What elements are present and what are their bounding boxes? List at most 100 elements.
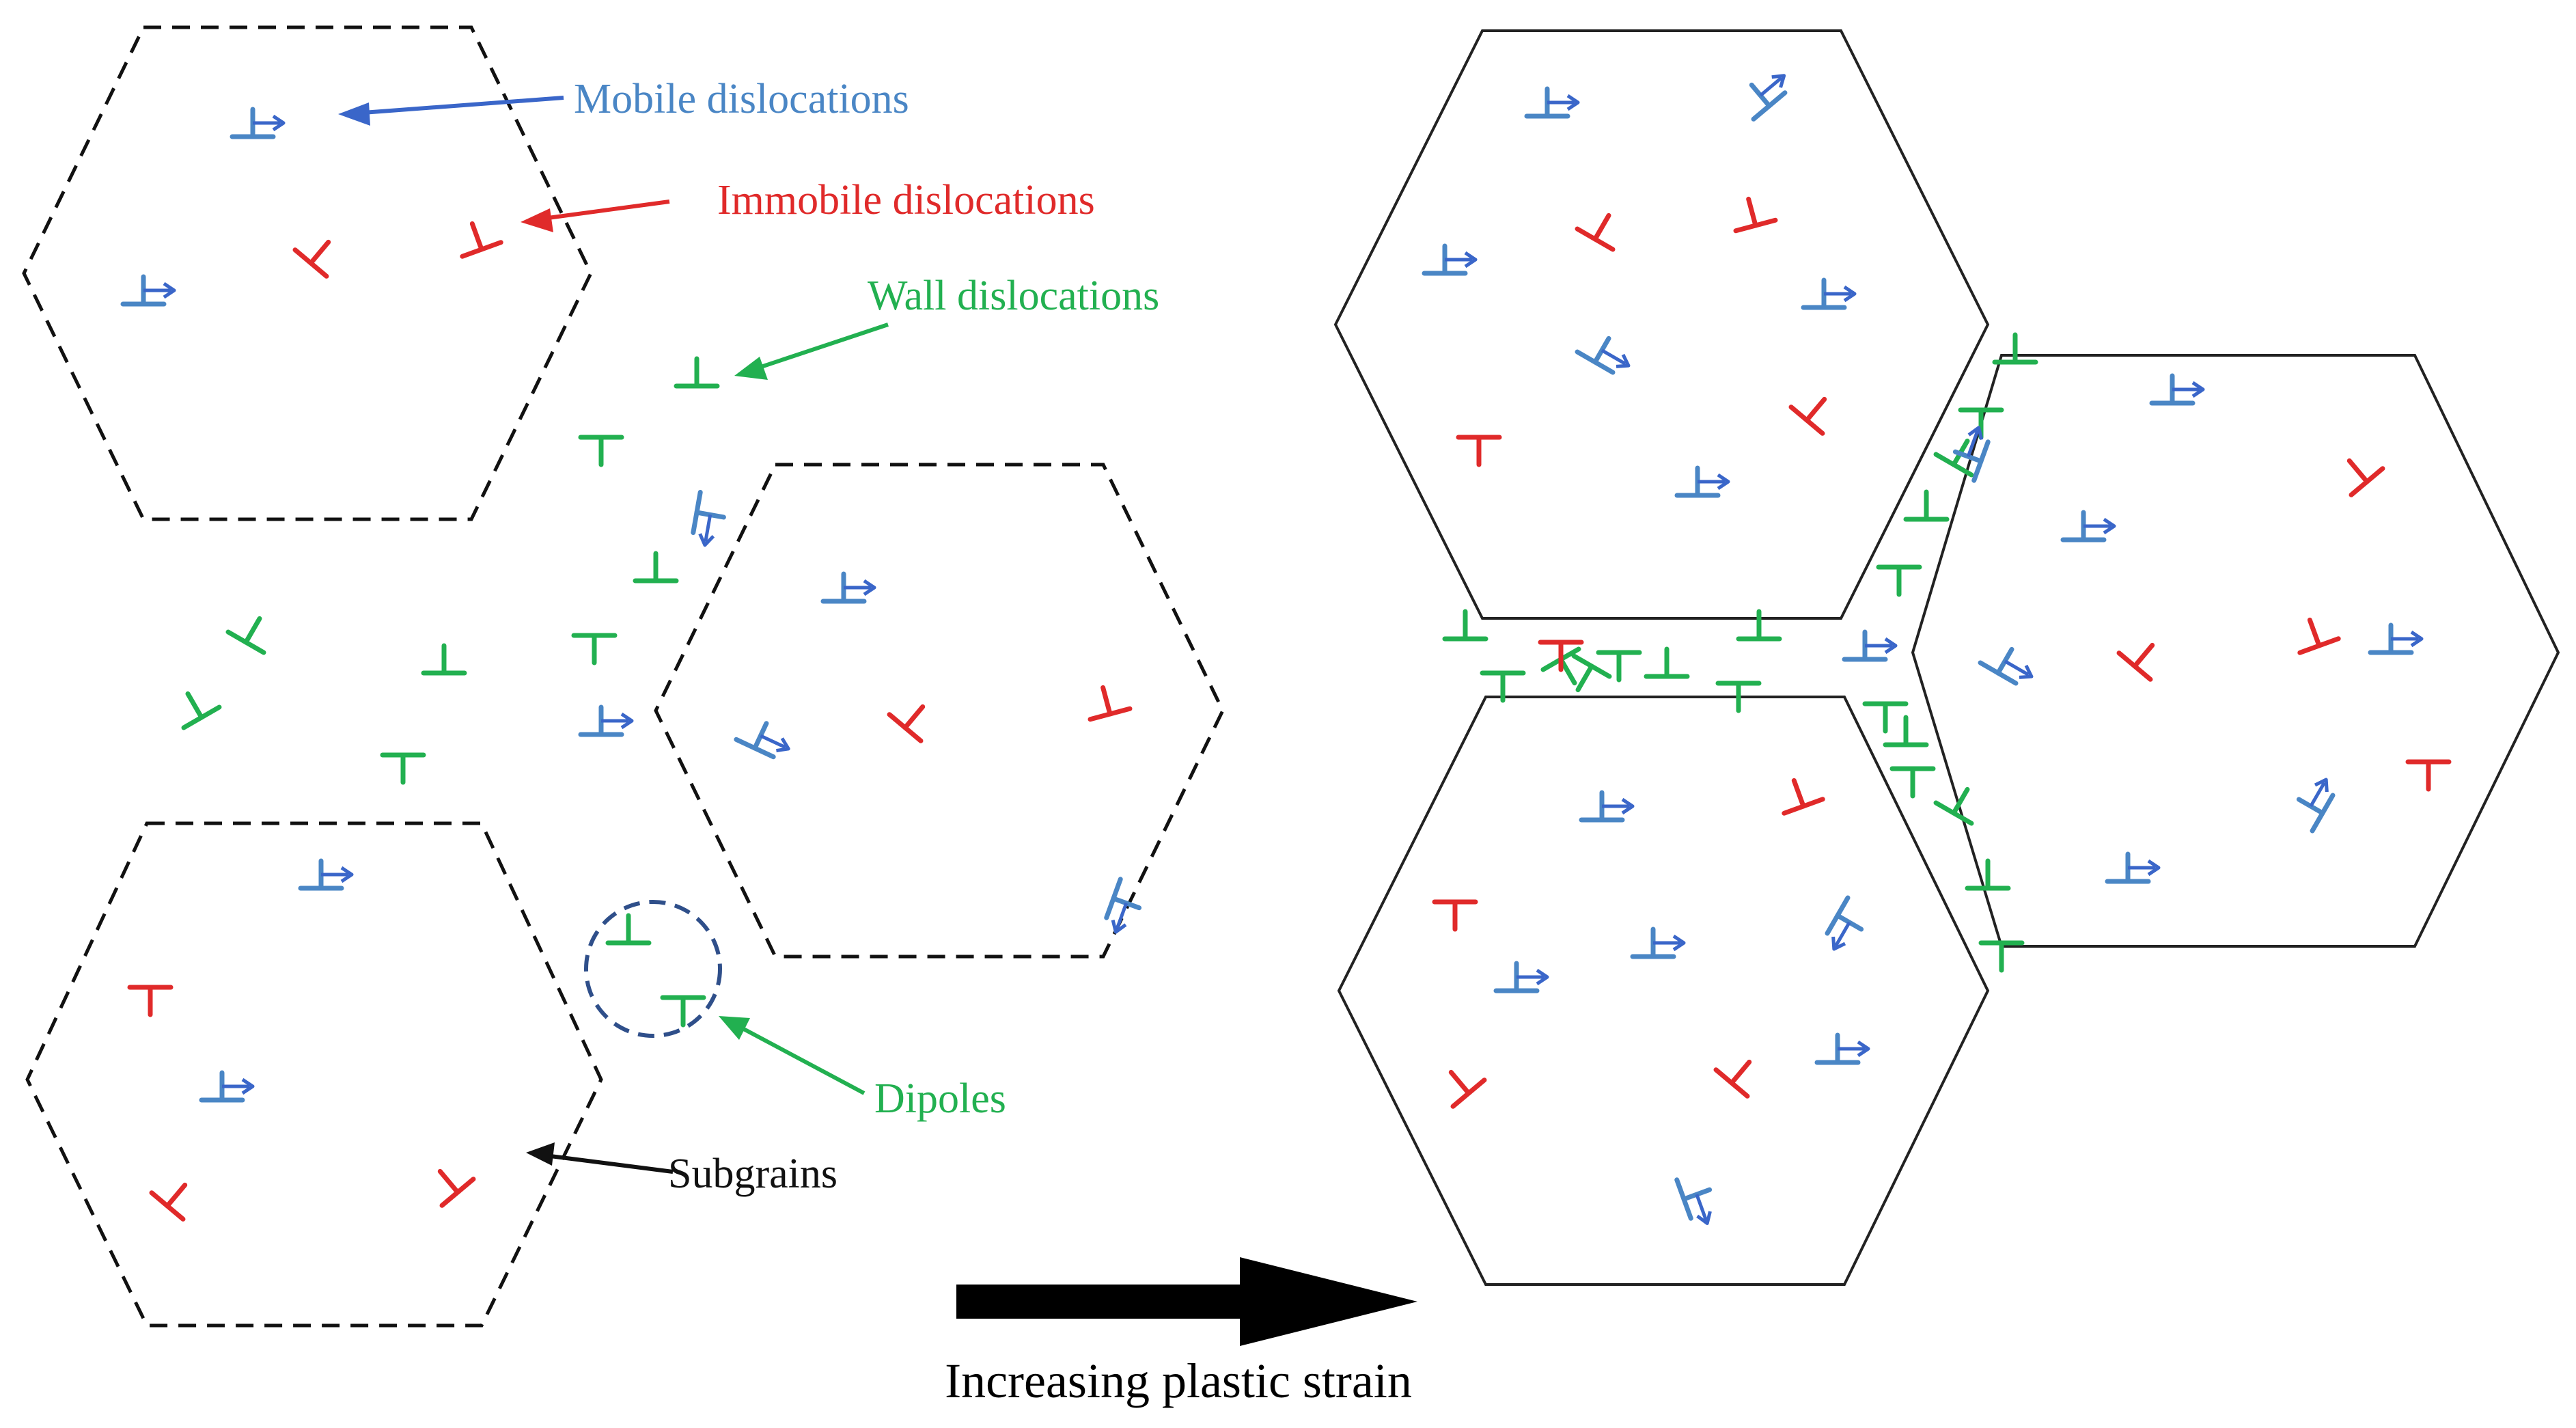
mobile-dislocation-icon [2149, 373, 2205, 406]
dipoles-pointer-head [719, 1016, 750, 1040]
wall-dislocation-icon [380, 752, 426, 785]
wall-dislocation-icon [1903, 489, 1950, 522]
before-panel [22, 25, 1225, 1328]
wall-dislocation-icon [1876, 564, 1922, 597]
wall-dislocation-icon [1480, 670, 1526, 703]
mobile-dislocation-icon [199, 1070, 255, 1103]
mobile-dislocation-icon [1842, 629, 1898, 662]
mobile-dislocation-icon [691, 489, 726, 547]
immobile-dislocation-icon [1733, 196, 1778, 234]
mobile-dislocation-icon [734, 721, 790, 760]
wall-pointer [744, 322, 889, 374]
strain-caption: Increasing plastic strain [945, 1354, 1412, 1408]
mobile-dislocation-icon [1579, 790, 1635, 823]
strain-arrow-icon [956, 1257, 1417, 1346]
mobile-dislocation-icon [1104, 877, 1142, 934]
wall-dislocation-icon [1596, 650, 1642, 683]
wall-dislocation-icon [1978, 940, 2025, 973]
after-panel [1333, 29, 2560, 1286]
mobile-dislocation-icon [820, 571, 876, 604]
mobile-dislocation-icon [2060, 510, 2116, 543]
immobile-dislocation-icon [2116, 642, 2155, 682]
wall-dislocation-icon [1889, 766, 1936, 799]
immobile-dislocation-icon [2297, 617, 2341, 655]
immobile-dislocation-icon [1088, 685, 1133, 722]
wall-dislocation-icon [571, 633, 618, 665]
immobile-dislocation-icon [1538, 640, 1584, 672]
immobile-label: Immobile dislocations [717, 177, 1095, 223]
immobile-dislocation-icon [460, 221, 503, 259]
mobile-dislocation-icon [1575, 335, 1631, 375]
wall-dislocation-icon [578, 435, 624, 467]
wall-dislocation-icon [1883, 715, 1929, 747]
mobile-dislocation-icon [1749, 74, 1788, 122]
wall-dislocation-icon [1992, 332, 2038, 365]
wall-dislocation-icon [1540, 646, 1581, 686]
immobile-dislocation-icon [149, 1182, 188, 1222]
mobile-dislocation-icon [1978, 646, 2034, 686]
mobile-dislocation-icon [2368, 622, 2424, 655]
mobile-dislocation-icon [230, 107, 286, 139]
immobile-dislocation-icon [1432, 899, 1478, 932]
wall-dislocation-icon [1442, 609, 1488, 642]
immobile-dislocation-icon [1788, 396, 1827, 436]
mobile-dislocation-icon [1825, 895, 1864, 951]
before-dislocations [120, 107, 1142, 1222]
wall-dislocation-icon [1571, 653, 1612, 693]
mobile-dislocation-icon [1814, 1032, 1870, 1065]
mobile-dislocation-icon [2105, 851, 2161, 884]
immobile-dislocation-icon [1448, 1069, 1487, 1109]
wall-label: Wall dislocations [868, 273, 1159, 319]
immobile-dislocation-icon [292, 239, 331, 279]
wall-dislocation-icon [660, 995, 706, 1028]
legend-arrows [338, 96, 889, 1174]
mobile-label: Mobile dislocations [574, 76, 909, 122]
mobile-dislocation-icon [578, 704, 634, 737]
wall-dislocation-icon [1862, 701, 1909, 734]
immobile-dislocation-icon [1782, 778, 1825, 816]
mobile-dislocation-icon [1524, 86, 1580, 119]
subgrain-middle-right [654, 463, 1225, 959]
subgrain-bottom-left [25, 821, 603, 1328]
dipoles-label: Dipoles [874, 1075, 1006, 1122]
dipoles-pointer [728, 1019, 865, 1095]
wall-dislocation-icon [605, 913, 652, 946]
mobile-pointer [344, 96, 564, 116]
subgrain-right-bottom [1337, 696, 1990, 1286]
immobile-dislocation-icon [2346, 458, 2385, 497]
wall-dislocation-icon [225, 616, 266, 655]
mobile-dislocation-icon [1801, 277, 1857, 310]
mobile-dislocation-icon [1630, 926, 1686, 959]
wall-pointer-head [734, 357, 768, 380]
immobile-dislocation-icon [1575, 212, 1616, 252]
mobile-dislocation-icon [298, 858, 354, 891]
dipole-circle [584, 900, 722, 1038]
subgrains-pointer-head [526, 1142, 555, 1166]
mobile-dislocation-icon [1674, 465, 1730, 498]
wall-dislocation-icon [1965, 858, 2011, 891]
immobile-dislocation-icon [437, 1168, 476, 1208]
immobile-dislocation-icon [2405, 759, 2452, 792]
mobile-dislocation-icon [1952, 426, 1991, 483]
immobile-dislocation-icon [887, 704, 926, 743]
mobile-dislocation-icon [120, 274, 176, 307]
mobile-dislocation-icon [1674, 1177, 1713, 1225]
wall-dislocation-icon [1644, 646, 1690, 679]
immobile-pointer [532, 200, 670, 222]
immobile-dislocation-icon [127, 985, 174, 1017]
subgrain-top-left [22, 25, 593, 521]
wall-dislocation-icon [1715, 681, 1762, 713]
wall-dislocation-icon [633, 551, 679, 583]
wall-dislocation-icon [421, 643, 467, 676]
mobile-dislocation-icon [1493, 961, 1549, 993]
mobile-dislocation-icon [2296, 778, 2336, 834]
wall-dislocation-icon [674, 356, 720, 389]
subgrains-label: Subgrains [668, 1151, 837, 1197]
mobile-dislocation-icon [1422, 243, 1478, 276]
wall-dislocation-icon [1933, 786, 1974, 826]
subgrains-pointer [539, 1153, 674, 1174]
subgrain-right-middle [1911, 354, 2560, 948]
subgrain-right-top [1333, 29, 1990, 620]
after-dislocations [1422, 74, 2452, 1225]
wall-dislocation-icon [1736, 609, 1782, 642]
